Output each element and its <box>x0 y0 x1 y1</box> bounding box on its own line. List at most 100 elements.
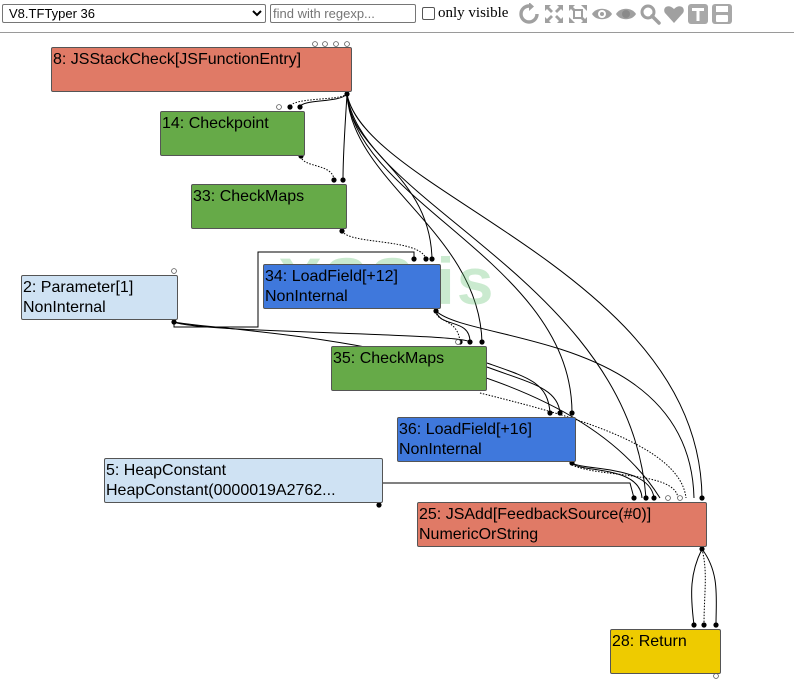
node-label: 25: JSAdd[FeedbackSource(#0)] <box>419 506 652 523</box>
unused-port <box>665 495 671 501</box>
input-port <box>287 104 293 110</box>
value-edge <box>571 462 643 499</box>
value-edge <box>346 93 483 344</box>
value-edge <box>571 462 655 499</box>
input-port <box>423 256 429 262</box>
phase-select[interactable]: V8.TFTyper 36 <box>2 4 266 23</box>
value-edge <box>486 362 551 414</box>
input-port <box>557 410 563 416</box>
unused-port <box>171 268 177 274</box>
node-label: 2: Parameter[1] <box>23 279 134 296</box>
input-port <box>631 495 637 501</box>
graph-canvas[interactable]: XSS.is 8: JSStackCheck[JSFunctionEntry] … <box>0 33 794 695</box>
unused-port <box>677 495 683 501</box>
effect-edge <box>289 93 348 108</box>
value-edge <box>486 366 561 414</box>
input-port <box>429 256 435 262</box>
graph-edges <box>171 41 719 679</box>
effect-edge <box>435 310 461 343</box>
node-14-checkpoint[interactable]: 14: Checkpoint <box>160 111 305 156</box>
node-35-checkmaps[interactable]: 35: CheckMaps <box>331 346 487 391</box>
value-edge <box>346 93 433 260</box>
input-port <box>339 228 345 234</box>
input-port <box>340 177 346 183</box>
input-port <box>643 495 649 501</box>
value-edge <box>173 251 415 328</box>
input-port <box>699 546 705 552</box>
value-edge <box>691 548 703 626</box>
input-port <box>547 410 553 416</box>
node-25-jsadd[interactable]: 25: JSAdd[FeedbackSource(#0)] NumericOrS… <box>417 502 707 547</box>
input-port <box>467 339 473 345</box>
value-edge <box>173 321 471 343</box>
effect-edge <box>701 548 706 626</box>
input-port <box>569 410 575 416</box>
input-port <box>479 339 485 345</box>
node-label: 35: CheckMaps <box>333 350 445 367</box>
zoom-selection-icon[interactable] <box>639 3 661 25</box>
value-edge <box>701 548 717 626</box>
node-label: 34: LoadField[+12] <box>265 268 398 285</box>
node-label: 14: Checkpoint <box>162 115 269 132</box>
node-33-checkmaps[interactable]: 33: CheckMaps <box>191 184 347 229</box>
node-type: NonInternal <box>23 299 106 316</box>
value-edge <box>435 310 695 499</box>
node-label: 5: HeapConstant <box>106 462 227 479</box>
input-port <box>701 622 707 628</box>
node-label: 36: LoadField[+16] <box>399 421 532 438</box>
input-port <box>171 319 177 325</box>
hide-selected-icon[interactable] <box>615 3 637 25</box>
value-edge <box>346 93 703 499</box>
node-type: NonInternal <box>265 288 348 305</box>
search-input[interactable] <box>270 4 416 23</box>
unused-port <box>322 41 328 47</box>
value-edge <box>299 93 348 108</box>
toggle-trace-icon[interactable] <box>687 3 709 25</box>
node-5-heapconstant[interactable]: 5: HeapConstant HeapConstant(0000019A276… <box>104 458 383 503</box>
node-28-return[interactable]: 28: Return <box>610 629 721 674</box>
node-label: 28: Return <box>612 633 687 650</box>
node-label: 33: CheckMaps <box>193 188 305 205</box>
input-port <box>433 308 439 314</box>
toggle-types-icon[interactable] <box>663 3 685 25</box>
input-port <box>691 622 697 628</box>
input-port <box>331 177 337 183</box>
unused-port <box>344 41 350 47</box>
effect-edge <box>300 155 335 181</box>
node-2-parameter[interactable]: 2: Parameter[1] NonInternal <box>21 275 178 320</box>
value-edge <box>346 93 573 414</box>
input-port <box>411 256 417 262</box>
value-edge <box>342 93 348 181</box>
node-36-loadfield[interactable]: 36: LoadField[+16] NonInternal <box>397 417 576 462</box>
unused-port <box>276 104 282 110</box>
node-34-loadfield[interactable]: 34: LoadField[+12] NonInternal <box>263 264 441 309</box>
only-visible-box[interactable] <box>422 7 435 20</box>
value-edge <box>346 93 647 499</box>
node-type: NonInternal <box>399 441 482 458</box>
only-visible-checkbox[interactable]: only visible <box>422 5 508 22</box>
input-port <box>376 502 382 508</box>
only-visible-label: only visible <box>438 5 509 21</box>
unused-port <box>713 673 719 679</box>
unused-port <box>455 339 461 345</box>
show-all-icon[interactable] <box>543 3 565 25</box>
input-port <box>344 91 350 97</box>
unused-port <box>312 41 318 47</box>
relayout-icon[interactable] <box>518 3 540 25</box>
effect-edge <box>341 230 427 260</box>
toggle-hide-dead-icon[interactable] <box>567 3 589 25</box>
save-icon[interactable] <box>711 3 733 25</box>
input-port <box>651 495 657 501</box>
value-edge <box>435 310 471 343</box>
node-type: HeapConstant(0000019A2762... <box>106 482 336 499</box>
effect-edge <box>571 464 679 499</box>
node-type: NumericOrString <box>419 526 539 543</box>
show-selected-icon[interactable] <box>591 3 613 25</box>
unused-port <box>333 41 339 47</box>
input-port <box>297 104 303 110</box>
input-port <box>699 495 705 501</box>
node-8-jsstackcheck[interactable]: 8: JSStackCheck[JSFunctionEntry] <box>51 47 352 92</box>
input-port <box>713 622 719 628</box>
node-label: 8: JSStackCheck[JSFunctionEntry] <box>53 51 302 68</box>
effect-edge <box>479 392 687 499</box>
